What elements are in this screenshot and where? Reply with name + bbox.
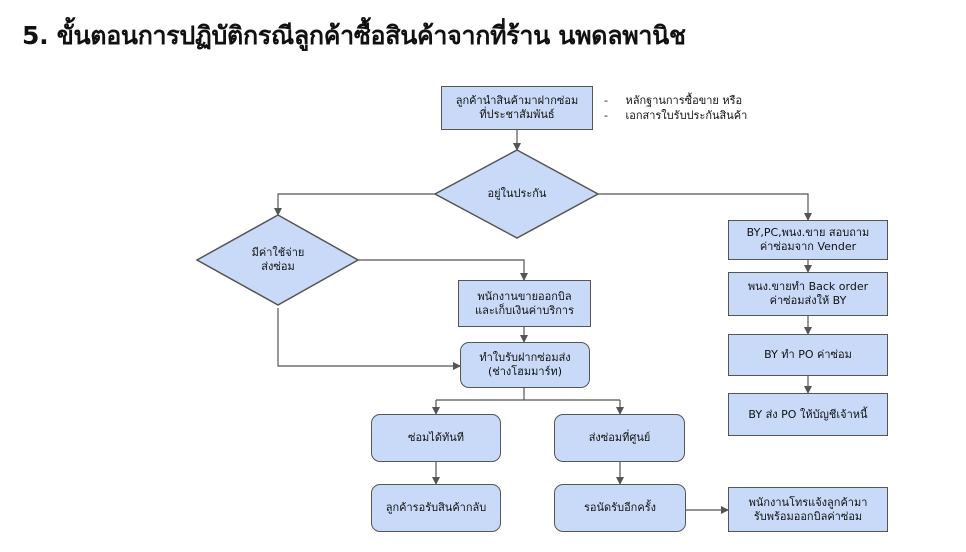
edge-warranty-vendor bbox=[598, 193, 812, 221]
edge-slip-split bbox=[436, 388, 620, 401]
node-by-send-po: BY ส่ง PO ให้บัญชีเจ้าหนี้ bbox=[728, 393, 888, 436]
node-repair-slip: ทำใบรับฝากซ่อมส่ง(ช่างโฮมมาร์ท) bbox=[460, 342, 590, 388]
decision-cost-label: มีค่าใช้จ่ายส่งซ่อม bbox=[251, 246, 305, 273]
decision-warranty-label: อยู่ในประกัน bbox=[487, 187, 547, 200]
node-send-center: ส่งซ่อมที่ศูนย์ bbox=[554, 414, 685, 462]
decision-warranty-shape bbox=[433, 149, 600, 239]
edge-cost-slip bbox=[277, 308, 461, 370]
page-title: 5. ขั้นตอนการปฏิบัติกรณีลูกค้าซื้อสินค้า… bbox=[22, 21, 686, 50]
node-customer-waits: ลูกค้ารอรับสินค้ากลับ bbox=[371, 484, 501, 532]
decision-cost-shape bbox=[195, 214, 360, 306]
node-wait-days: รอนัดรับอีกครั้ง bbox=[554, 484, 686, 532]
note-1: - หลักฐานการซื้อขาย หรือ bbox=[604, 94, 743, 107]
node-repair-now: ซ่อมได้ทันที bbox=[371, 414, 501, 462]
note-2: - เอกสารใบรับประกันสินค้า bbox=[604, 109, 748, 122]
edge-cost-bill bbox=[358, 259, 528, 281]
node-sales-bill: พนักงานขายออกบิลและเก็บเงินค่าบริการ bbox=[458, 280, 591, 327]
node-call-customer: พนักงานโทรแจ้งลูกค้ามารับพร้อมออกบิลค่าซ… bbox=[728, 487, 888, 532]
edge-warranty-cost bbox=[274, 193, 435, 216]
node-start: ลูกค้านำสินค้ามาฝากซ่อมที่ประชาสัมพันธ์ bbox=[441, 86, 593, 130]
node-ask-vendor: BY,PC,พนง.ขาย สอบถามค่าซ่อมจาก Vender bbox=[728, 220, 888, 260]
node-by-po: BY ทำ PO ค่าซ่อม bbox=[728, 334, 888, 376]
